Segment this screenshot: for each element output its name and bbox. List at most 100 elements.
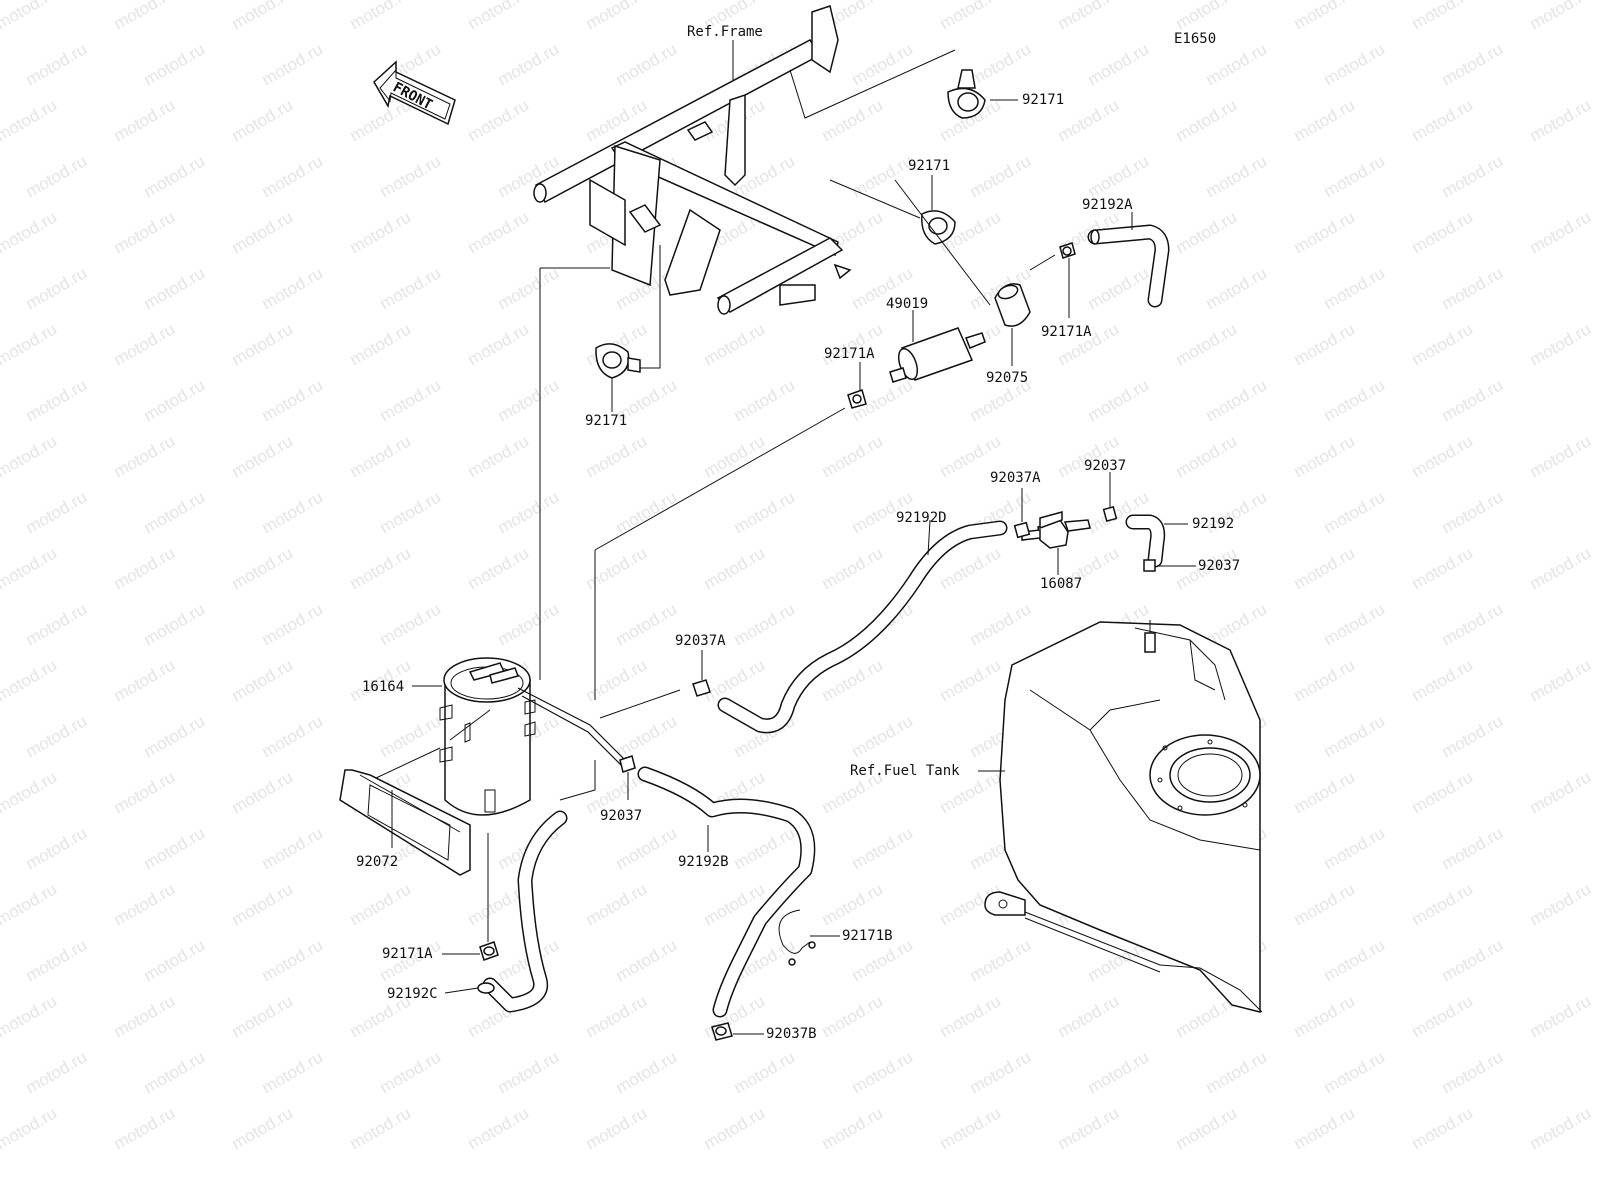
watermark-text: motod.ru bbox=[465, 1103, 533, 1153]
watermark-text: motod.ru bbox=[111, 879, 179, 929]
watermark-text: motod.ru bbox=[0, 879, 60, 929]
watermark-text: motod.ru bbox=[1291, 207, 1359, 257]
part-label-92171B: 92171B bbox=[842, 928, 893, 944]
watermark-text: motod.ru bbox=[1439, 823, 1507, 873]
watermark-text: motod.ru bbox=[377, 375, 445, 425]
watermark-text: motod.ru bbox=[377, 1047, 445, 1097]
watermark-text: motod.ru bbox=[583, 655, 651, 705]
watermark-text: motod.ru bbox=[1409, 319, 1477, 369]
watermark-text: motod.ru bbox=[1203, 1047, 1271, 1097]
watermark-text: motod.ru bbox=[937, 655, 1005, 705]
part-label-92075: 92075 bbox=[986, 370, 1028, 386]
watermark-text: motod.ru bbox=[583, 0, 651, 33]
part-label-92192: 92192 bbox=[1192, 516, 1234, 532]
watermark-text: motod.ru bbox=[1291, 767, 1359, 817]
watermark-text: motod.ru bbox=[1055, 1103, 1123, 1153]
part-label-16164: 16164 bbox=[362, 679, 404, 695]
watermark-text: motod.ru bbox=[1173, 95, 1241, 145]
watermark-text: motod.ru bbox=[495, 263, 563, 313]
part-label-92171-b: 92171 bbox=[908, 158, 950, 174]
watermark-text: motod.ru bbox=[111, 1103, 179, 1153]
watermark-text: motod.ru bbox=[1527, 1103, 1595, 1153]
watermark-text: motod.ru bbox=[1321, 487, 1389, 537]
watermark-text: motod.ru bbox=[1409, 543, 1477, 593]
watermark-text: motod.ru bbox=[141, 375, 209, 425]
watermark-text: motod.ru bbox=[1291, 991, 1359, 1041]
watermark-text: motod.ru bbox=[1409, 991, 1477, 1041]
watermark-text: motod.ru bbox=[1321, 375, 1389, 425]
watermark-text: motod.ru bbox=[967, 151, 1035, 201]
watermark-text: motod.ru bbox=[1291, 0, 1359, 33]
watermark-text: motod.ru bbox=[465, 543, 533, 593]
watermark-text: motod.ru bbox=[111, 95, 179, 145]
watermark-text: motod.ru bbox=[229, 0, 297, 33]
watermark-text: motod.ru bbox=[613, 711, 681, 761]
watermark-text: motod.ru bbox=[347, 0, 415, 33]
watermark-text: motod.ru bbox=[583, 543, 651, 593]
watermark-text: motod.ru bbox=[613, 39, 681, 89]
watermark-text: motod.ru bbox=[141, 487, 209, 537]
watermark-text: motod.ru bbox=[701, 543, 769, 593]
watermark-text: motod.ru bbox=[377, 151, 445, 201]
watermark-text: motod.ru bbox=[613, 823, 681, 873]
watermark-text: motod.ru bbox=[0, 655, 60, 705]
watermark-text: motod.ru bbox=[1321, 823, 1389, 873]
watermark-text: motod.ru bbox=[819, 1103, 887, 1153]
watermark-text: motod.ru bbox=[0, 431, 60, 481]
watermark-text: motod.ru bbox=[1291, 431, 1359, 481]
watermark-text: motod.ru bbox=[583, 991, 651, 1041]
watermark-text: motod.ru bbox=[465, 0, 533, 33]
watermark-text: motod.ru bbox=[111, 207, 179, 257]
part-label-49019: 49019 bbox=[886, 296, 928, 312]
watermark-text: motod.ru bbox=[141, 151, 209, 201]
watermark-text: motod.ru bbox=[0, 207, 60, 257]
watermark-text: motod.ru bbox=[701, 319, 769, 369]
clamp-92037A-top bbox=[1013, 521, 1031, 539]
valve-16087 bbox=[1021, 511, 1091, 549]
watermark-text: motod.ru bbox=[229, 655, 297, 705]
watermark-text: motod.ru bbox=[111, 991, 179, 1041]
watermark-text: motod.ru bbox=[849, 711, 917, 761]
watermark-text: motod.ru bbox=[819, 991, 887, 1041]
part-label-92171A-a: 92171A bbox=[824, 346, 875, 362]
watermark-text: motod.ru bbox=[1409, 207, 1477, 257]
watermark-text: motod.ru bbox=[967, 599, 1035, 649]
watermark-text: motod.ru bbox=[229, 431, 297, 481]
watermark-text: motod.ru bbox=[849, 823, 917, 873]
fuel-tank bbox=[984, 620, 1263, 1013]
clamp-92171B bbox=[778, 909, 816, 966]
watermark-text: motod.ru bbox=[259, 151, 327, 201]
watermark-text: motod.ru bbox=[967, 1047, 1035, 1097]
fuel-filter-49019 bbox=[889, 327, 986, 383]
watermark-text: motod.ru bbox=[1527, 991, 1595, 1041]
part-label-92171-a: 92171 bbox=[1022, 92, 1064, 108]
watermark-text: motod.ru bbox=[1439, 375, 1507, 425]
watermark-text: motod.ru bbox=[141, 935, 209, 985]
part-label-92037A-a: 92037A bbox=[990, 470, 1041, 486]
grommet-92075 bbox=[994, 283, 1031, 327]
watermark-text: motod.ru bbox=[111, 655, 179, 705]
watermark-text: motod.ru bbox=[141, 1047, 209, 1097]
watermark-text: motod.ru bbox=[259, 487, 327, 537]
watermark-text: motod.ru bbox=[613, 599, 681, 649]
part-label-92192C: 92192C bbox=[387, 986, 438, 1002]
part-label-92037A-b: 92037A bbox=[675, 633, 726, 649]
watermark-text: motod.ru bbox=[495, 1047, 563, 1097]
watermark-text: motod.ru bbox=[1173, 431, 1241, 481]
watermark-text: motod.ru bbox=[0, 95, 60, 145]
part-label-92037B: 92037B bbox=[766, 1026, 817, 1042]
watermark-text: motod.ru bbox=[1439, 151, 1507, 201]
watermark-text: motod.ru bbox=[23, 711, 91, 761]
ref-fuel-tank-label: Ref.Fuel Tank bbox=[850, 763, 960, 779]
part-label-92171-c: 92171 bbox=[585, 413, 627, 429]
watermark-text: motod.ru bbox=[1291, 319, 1359, 369]
watermark-text: motod.ru bbox=[23, 151, 91, 201]
clamp-92171A-middle bbox=[847, 389, 867, 409]
watermark-text: motod.ru bbox=[1527, 207, 1595, 257]
watermark-text: motod.ru bbox=[465, 207, 533, 257]
frame-assembly bbox=[533, 5, 956, 315]
watermark-text: motod.ru bbox=[583, 879, 651, 929]
clamp-92037B bbox=[711, 1022, 733, 1041]
watermark-text: motod.ru bbox=[1173, 1103, 1241, 1153]
